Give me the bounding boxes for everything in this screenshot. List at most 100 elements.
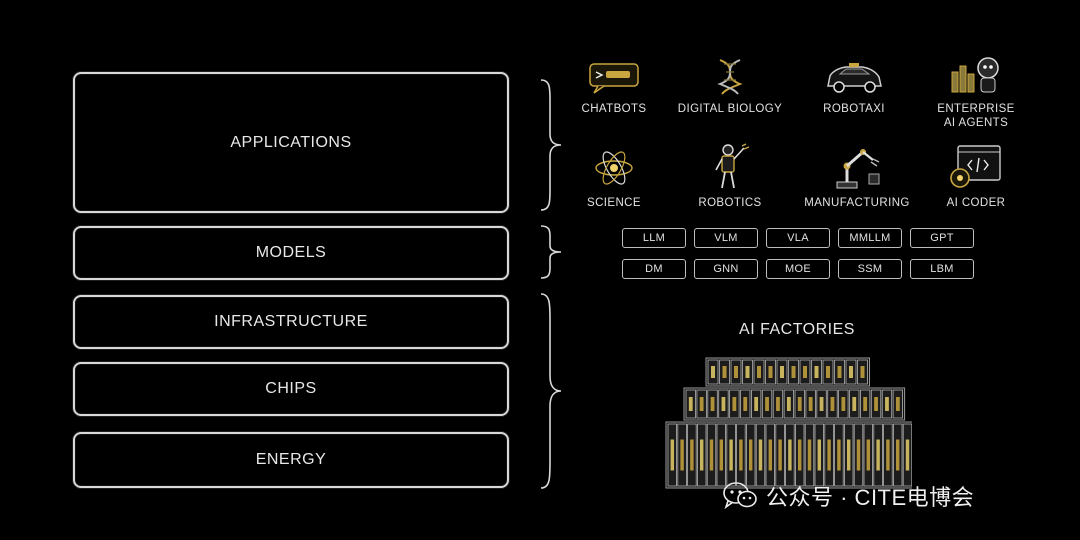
server-rack-light (841, 397, 846, 411)
server-rack-light (895, 397, 900, 411)
server-rack-light (699, 397, 704, 411)
atom-icon (595, 151, 633, 185)
server-rack-light (768, 439, 773, 471)
app-robotaxi-label: ROBOTAXI (823, 103, 885, 115)
model-chip-dm: DM (622, 259, 686, 279)
app-manufacturing-label: MANUFACTURING (804, 197, 910, 209)
server-rack-light (797, 439, 802, 471)
server-rack-light (808, 397, 813, 411)
dna-icon (717, 59, 743, 95)
car-icon (827, 63, 882, 93)
server-rack-light (837, 366, 842, 378)
server-rack-light (827, 439, 831, 471)
app-chatbots-label: CHATBOTS (581, 103, 647, 115)
model-chip-vla: VLA (766, 228, 830, 248)
server-rack-light (670, 439, 675, 471)
server-rack-light (807, 439, 812, 471)
app-ai-coder: AI CODER (921, 144, 1031, 210)
server-rack-light (699, 439, 704, 471)
server-rack-light (788, 439, 792, 471)
humanoid-robot-icon (715, 143, 750, 189)
model-chip-lbm: LBM (910, 259, 974, 279)
applications-label: APPLICATIONS (230, 133, 352, 151)
factories-brace (540, 293, 562, 489)
server-rack-light (837, 439, 841, 471)
server-rack-light (739, 439, 743, 471)
server-rack-light (748, 439, 753, 471)
server-rack-light (768, 366, 773, 378)
server-rack-light (732, 397, 737, 411)
server-rack-light (874, 397, 878, 411)
server-rack-light (757, 366, 761, 378)
model-chip-vlm: VLM (694, 228, 758, 248)
model-chip-mmllm: MMLLM (838, 228, 902, 248)
server-rack-light (786, 397, 791, 411)
server-rack-light (743, 397, 748, 411)
server-rack-light (819, 397, 824, 411)
server-rack-light (765, 397, 769, 411)
server-rack-light (776, 397, 780, 411)
server-rack-light (905, 439, 910, 471)
server-rack-light (852, 397, 857, 411)
server-rack-light (688, 397, 693, 411)
app-digital-biology: DIGITAL BIOLOGY (675, 56, 785, 116)
server-rack-light (803, 366, 807, 378)
server-rack-light (826, 366, 830, 378)
app-enterprise-agents-label: ENTERPRISE AI AGENTS (937, 103, 1015, 129)
server-rack-light (886, 439, 890, 471)
models-layer: MODELS (73, 226, 509, 280)
server-rack-light (690, 439, 694, 471)
code-window-icon (950, 145, 1001, 188)
server-rack-light (778, 439, 782, 471)
app-digital-biology-label: DIGITAL BIOLOGY (677, 103, 783, 115)
server-rack-light (797, 397, 802, 411)
model-chip-ssm: SSM (838, 259, 902, 279)
ai-factory-servers-illustration (665, 357, 912, 489)
model-chip-moe: MOE (766, 259, 830, 279)
server-rack-light (721, 397, 726, 411)
ai-factories-title: AI FACTORIES (739, 321, 855, 338)
server-rack-light (814, 366, 819, 378)
server-rack-light (711, 366, 715, 378)
infrastructure-layer: INFRASTRUCTURE (73, 295, 509, 349)
server-rack-light (710, 397, 715, 411)
app-science: SCIENCE (559, 146, 669, 210)
energy-layer: ENERGY (73, 432, 509, 488)
watermark: 公众号 · CITE电博会 (722, 480, 974, 512)
server-tier-frame (705, 357, 870, 387)
server-rack-light (846, 439, 851, 471)
app-robotics-label: ROBOTICS (698, 197, 762, 209)
chips-label: CHIPS (265, 380, 317, 397)
server-tier-bottom (665, 421, 912, 489)
server-rack-light (830, 397, 835, 411)
server-rack-light (680, 439, 684, 471)
model-chip-llm: LLM (622, 228, 686, 248)
server-rack-light (791, 366, 796, 378)
infrastructure-label: INFRASTRUCTURE (214, 313, 368, 330)
server-rack-light (758, 439, 763, 471)
wechat-icon (723, 482, 757, 510)
app-enterprise-agents: ENTERPRISE AI AGENTS (921, 54, 1031, 130)
applications-layer: APPLICATIONS (73, 72, 509, 213)
app-ai-coder-label: AI CODER (946, 197, 1006, 209)
server-rack-light (817, 439, 822, 471)
server-rack-light (719, 439, 724, 471)
robot-arm-icon (836, 149, 880, 189)
server-rack-light (876, 439, 880, 471)
energy-label: ENERGY (255, 451, 327, 468)
agent-robot-icon (951, 57, 999, 93)
server-rack-light (885, 397, 889, 411)
applications-brace (540, 79, 562, 211)
app-robotics: ROBOTICS (675, 142, 785, 210)
server-rack-light (863, 397, 868, 411)
server-rack-light (729, 439, 733, 471)
server-rack-light (860, 366, 865, 378)
chips-layer: CHIPS (73, 362, 509, 416)
watermark-text: 公众号 · CITE电博会 (766, 485, 975, 510)
model-chip-gpt: GPT (910, 228, 974, 248)
server-rack-light (895, 439, 900, 471)
app-robotaxi: ROBOTAXI (799, 58, 909, 116)
server-rack-light (734, 366, 738, 378)
app-science-label: SCIENCE (587, 197, 641, 209)
server-tier-middle (683, 387, 906, 421)
